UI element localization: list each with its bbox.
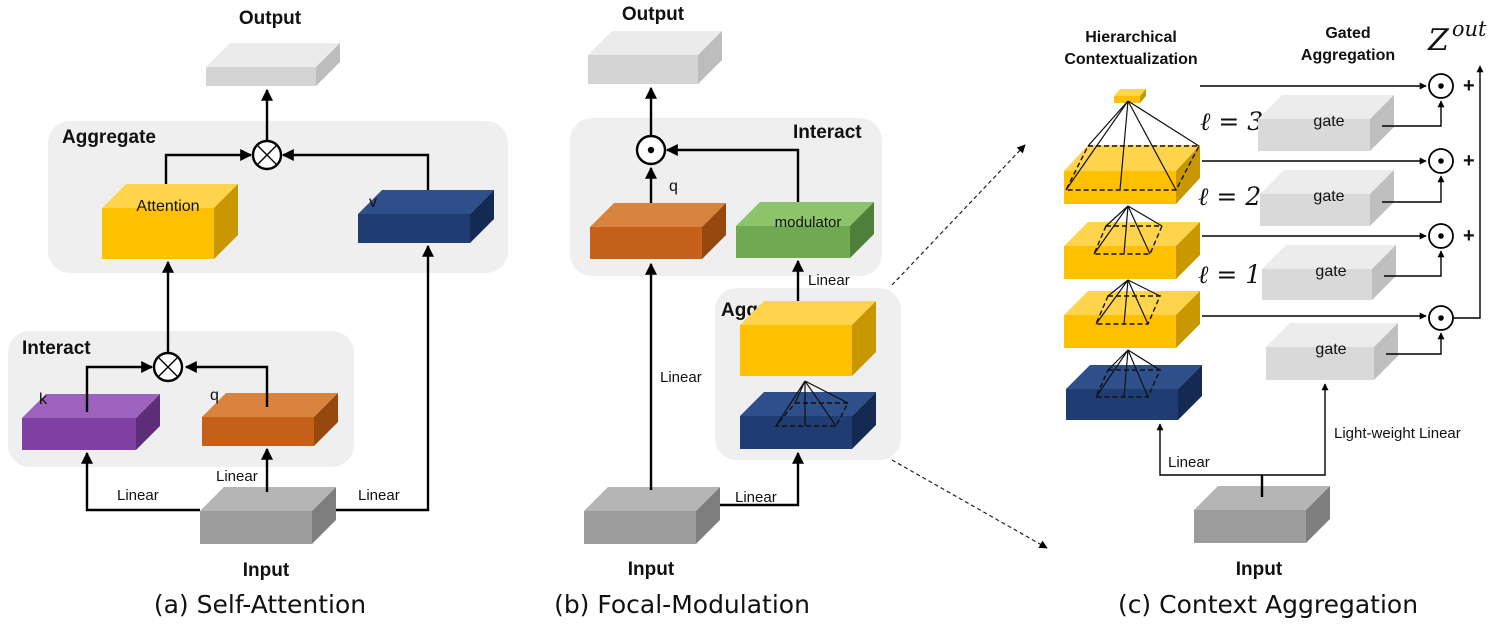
attention-label: Attention: [136, 198, 199, 215]
input-to-base-feature: [1156, 423, 1262, 476]
gate3-to-op: [1382, 100, 1445, 127]
query-tensor: [590, 203, 726, 259]
level0-pyramid: [1094, 349, 1162, 398]
query-tensor: [202, 393, 338, 446]
level3-label: ℓ = 3: [1200, 107, 1263, 136]
gate-tensor-1: [1262, 245, 1396, 300]
feature-map-tensor: [740, 392, 876, 449]
sum-plus-2: +: [1463, 150, 1475, 172]
level0-tensor: [1064, 291, 1200, 348]
attention-tensor: [102, 184, 238, 259]
output-label: Output: [239, 8, 302, 29]
level2-pyramid: [1092, 205, 1164, 255]
output-tensor: [588, 31, 722, 84]
input-label: Input: [1236, 559, 1283, 580]
key-tensor: [22, 394, 160, 450]
caption-c: (c) Context Aggregation: [1118, 590, 1418, 619]
panel-c-context-aggregation: Hierarchical Contextualization Gated Agg…: [1064, 17, 1487, 619]
linear-query-label: Linear: [216, 468, 258, 485]
input-to-gates: [1262, 383, 1329, 476]
modulator-label: modulator: [775, 214, 842, 231]
linear-label: Linear: [1168, 454, 1210, 471]
caption-a: (a) Self-Attention: [154, 590, 366, 619]
gate-label-3: gate: [1313, 113, 1344, 130]
value-tensor: [358, 190, 494, 243]
level1-tensor: [1064, 222, 1200, 279]
local-pyramid: [774, 380, 850, 427]
linear-modulator-label: Linear: [808, 272, 850, 289]
hierarchical-title-line2: Contextualization: [1064, 51, 1197, 68]
aggregated-context-tensor: [740, 301, 876, 376]
lightweight-linear-label: Light-weight Linear: [1334, 425, 1461, 442]
zoom-connector-bottom: [891, 459, 1048, 549]
output-label: Output: [622, 4, 685, 25]
arrow-modulator-to-multiply: [665, 144, 800, 202]
arrow-value-to-multiply: [281, 149, 430, 190]
gate-tensor-2: [1260, 170, 1394, 226]
linear-aggregate-label: Linear: [735, 489, 777, 506]
panel-b-focal-modulation: Interact Aggregate Output q modulator: [554, 4, 901, 619]
linear-key-label: Linear: [117, 487, 159, 504]
linear-query-label: Linear: [660, 369, 702, 386]
arrow-input-to-key: [81, 451, 200, 512]
gate-label-0: gate: [1315, 341, 1346, 358]
gate-tensor-3: [1258, 95, 1394, 151]
gate-tensor-0: [1266, 323, 1398, 380]
aggregate-label: Aggregate: [62, 127, 156, 148]
zoom-connector-top: [891, 144, 1026, 286]
input-tensor: [200, 487, 336, 544]
gated-title-line2: Aggregation: [1301, 47, 1395, 64]
gate1-to-op: [1384, 250, 1445, 277]
interact-label: Interact: [793, 122, 862, 143]
level3-top-tensor: [1114, 89, 1146, 103]
arrow-attention-to-multiply: [164, 149, 253, 184]
gate2-to-op: [1382, 175, 1445, 203]
arrow-query-to-multiply: [184, 361, 269, 407]
level1-pyramid: [1094, 279, 1162, 325]
input-tensor: [584, 487, 720, 544]
output-tensor: [206, 43, 340, 86]
query-label: q: [210, 387, 219, 404]
hierarchical-title-line1: Hierarchical: [1085, 29, 1177, 46]
input-label: Input: [243, 560, 290, 581]
query-label: q: [669, 178, 678, 195]
level2-tensor: [1064, 145, 1200, 204]
level2-label: ℓ = 2: [1198, 182, 1261, 211]
gated-title-line1: Gated: [1325, 25, 1370, 42]
arrow-input-to-value: [336, 244, 434, 512]
input-label: Input: [628, 559, 675, 580]
gate-label-1: gate: [1315, 263, 1346, 280]
sum-plus-3: +: [1463, 75, 1475, 97]
gate0-to-op: [1386, 332, 1445, 355]
sum-plus-1: +: [1463, 225, 1475, 247]
panel-a-self-attention: Aggregate Interact Output Attention v k: [8, 8, 508, 619]
base-feature-tensor: [1066, 365, 1202, 420]
gate-label-2: gate: [1313, 188, 1344, 205]
modulator-tensor: [736, 202, 874, 258]
level3-pyramid: [1064, 100, 1201, 191]
caption-b: (b) Focal-Modulation: [554, 590, 810, 619]
value-label: v: [369, 194, 377, 211]
interact-label: Interact: [22, 338, 91, 359]
arrow-input-to-aggregate: [720, 451, 804, 507]
arrow-key-to-multiply: [85, 361, 154, 412]
input-tensor: [1194, 486, 1330, 543]
linear-value-label: Linear: [358, 487, 400, 504]
level1-label: ℓ = 1: [1198, 260, 1261, 289]
elementwise-dot: [647, 146, 655, 154]
key-label: k: [39, 391, 48, 408]
sum-to-zout: [1453, 65, 1484, 319]
